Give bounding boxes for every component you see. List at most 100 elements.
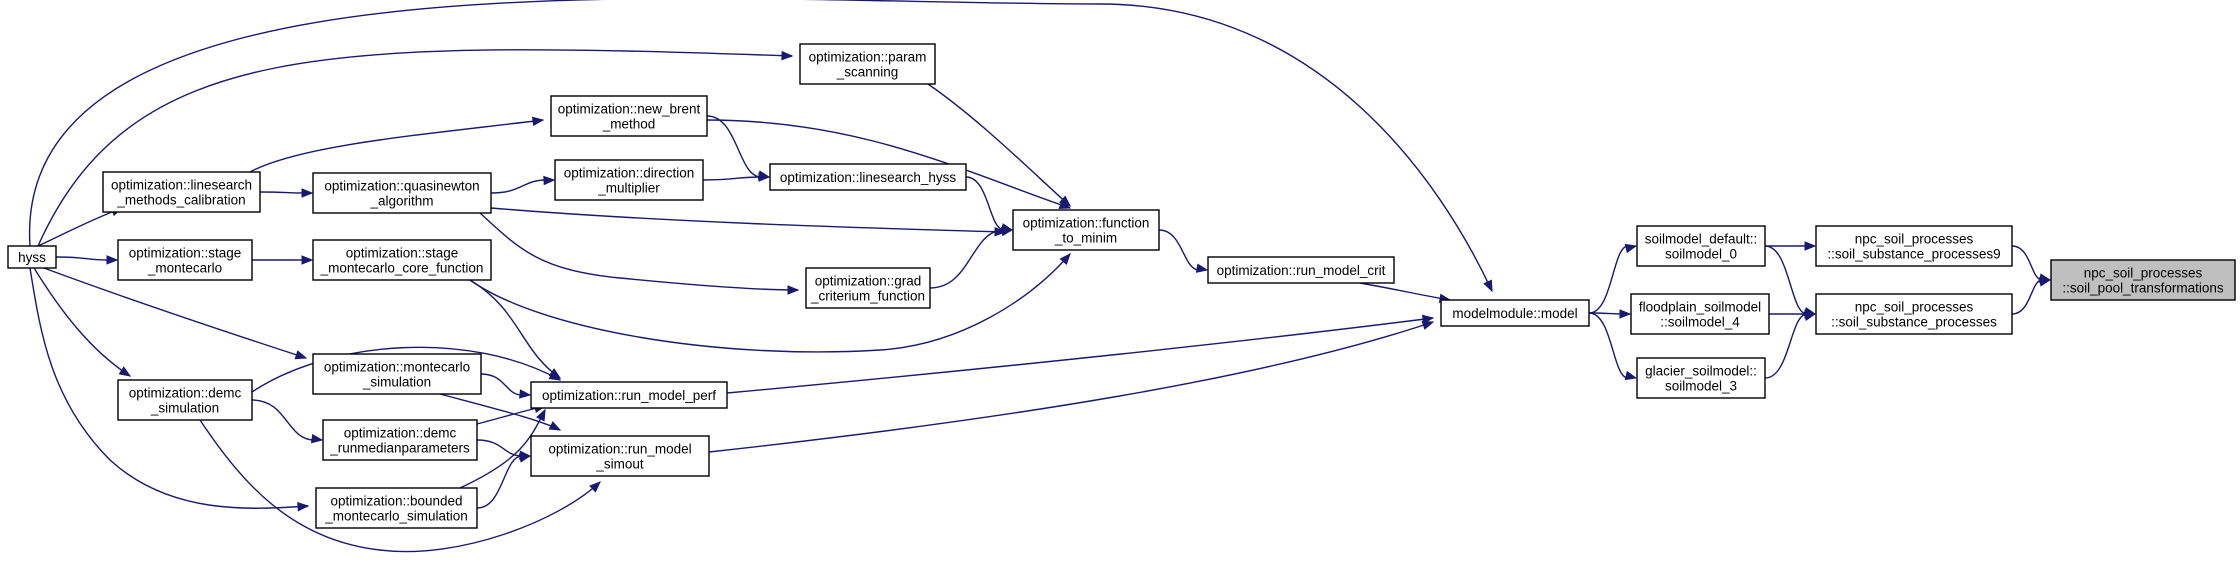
node-soil_sub_proc9[interactable]: npc_soil_processes::soil_substance_proce… bbox=[1815, 225, 2013, 267]
node-label: _simulation bbox=[362, 375, 431, 390]
node-label: optimization::demc bbox=[129, 386, 242, 401]
node-label: _method bbox=[602, 117, 656, 132]
node-box bbox=[102, 171, 261, 213]
node-label: ::soil_pool_transformations bbox=[2062, 281, 2224, 296]
node-run_model_crit[interactable]: optimization::run_model_crit bbox=[1207, 256, 1395, 284]
node-direction_mult[interactable]: optimization::direction_multiplier bbox=[554, 159, 704, 201]
edge-hyss-to-bounded_mc bbox=[29, 267, 309, 509]
arrowhead-icon bbox=[781, 50, 794, 61]
edge-demc_sim-to-run_model_perf bbox=[251, 346, 561, 393]
node-soil_pool_trans[interactable]: npc_soil_processes::soil_pool_transforma… bbox=[2050, 259, 2236, 301]
edge-stage_mc_core-to-function_to_minim bbox=[469, 253, 1071, 353]
node-box bbox=[1636, 357, 1766, 399]
edge-bounded_mc-to-run_model_perf bbox=[459, 409, 546, 489]
node-label: optimization::montecarlo bbox=[324, 360, 470, 375]
node-label: npc_soil_processes bbox=[2084, 266, 2203, 281]
node-label: _montecarlo_simulation bbox=[324, 509, 468, 524]
node-stage_mc_core[interactable]: optimization::stage_montecarlo_core_func… bbox=[312, 239, 492, 281]
node-label: _simulation bbox=[150, 401, 219, 416]
node-quasinewton[interactable]: optimization::quasinewton_algorithm bbox=[312, 172, 492, 214]
arrowhead-icon bbox=[548, 370, 562, 381]
node-box bbox=[2050, 259, 2236, 301]
arrowhead-icon bbox=[1803, 311, 1817, 321]
node-label: _algorithm bbox=[369, 194, 433, 209]
edge-soil_sub_proc-to-soil_pool_trans bbox=[2011, 279, 2043, 315]
node-box bbox=[312, 239, 492, 281]
node-label: _scanning bbox=[836, 65, 899, 80]
arrowhead-icon bbox=[301, 255, 314, 265]
node-soilmodel_3[interactable]: glacier_soilmodel::soilmodel_3 bbox=[1636, 357, 1766, 399]
node-label: optimization::run_model bbox=[548, 442, 691, 457]
node-label: soilmodel_0 bbox=[1665, 247, 1737, 262]
node-label: optimization::bounded bbox=[330, 494, 462, 509]
node-linesearch_cal[interactable]: optimization::linesearch_methods_calibra… bbox=[102, 171, 261, 213]
node-label: optimization::new_brent bbox=[558, 102, 701, 117]
node-box bbox=[1630, 293, 1770, 335]
node-label: _runmedianparameters bbox=[329, 441, 470, 456]
node-grad_crit[interactable]: optimization::grad_criterium_function bbox=[805, 267, 931, 309]
node-param_scanning[interactable]: optimization::param_scanning bbox=[799, 43, 936, 85]
node-function_to_minim[interactable]: optimization::function_to_minim bbox=[1012, 209, 1160, 251]
node-run_model_perf[interactable]: optimization::run_model_perf bbox=[530, 381, 728, 409]
node-box bbox=[554, 159, 704, 201]
edge-hyss-to-demc_sim bbox=[33, 267, 131, 377]
node-run_model_simout[interactable]: optimization::run_model_simout bbox=[530, 435, 710, 477]
node-hyss[interactable]: hyss bbox=[7, 245, 57, 269]
node-label: npc_soil_processes bbox=[1855, 232, 1974, 247]
node-label: hyss bbox=[18, 250, 46, 265]
edge-hyss-to-stage_mc bbox=[55, 256, 110, 261]
arrowhead-icon bbox=[106, 255, 119, 265]
node-demc_runmedian[interactable]: optimization::demc_runmedianparameters bbox=[322, 419, 478, 461]
node-label: optimization::run_model_perf bbox=[542, 388, 716, 403]
node-linesearch_hyss[interactable]: optimization::linesearch_hyss bbox=[769, 163, 967, 191]
node-new_brent[interactable]: optimization::new_brent_method bbox=[550, 95, 708, 137]
node-soilmodel_0[interactable]: soilmodel_default::soilmodel_0 bbox=[1636, 225, 1766, 267]
arrowhead-icon bbox=[1421, 320, 1435, 330]
arrowhead-icon bbox=[548, 421, 562, 431]
arrowhead-icon bbox=[1000, 226, 1014, 237]
arrowhead-icon bbox=[2038, 277, 2052, 287]
arrowhead-icon bbox=[294, 350, 308, 360]
arrowhead-icon bbox=[589, 481, 601, 493]
node-demc_sim[interactable]: optimization::demc_simulation bbox=[117, 379, 253, 421]
node-stage_mc[interactable]: optimization::stage_montecarlo bbox=[117, 239, 253, 281]
node-label: _criterium_function bbox=[810, 289, 925, 304]
edge-run_model_perf-to-modelmodule_model bbox=[726, 317, 1434, 394]
node-box bbox=[805, 267, 931, 309]
node-soilmodel_4[interactable]: floodplain_soilmodel::soilmodel_4 bbox=[1630, 293, 1770, 335]
node-modelmodule_model[interactable]: modelmodule::model bbox=[1440, 299, 1590, 327]
edge-soilmodel_0-to-soil_sub_proc bbox=[1764, 245, 1808, 315]
arrowhead-icon bbox=[1059, 195, 1072, 207]
node-mc_sim[interactable]: optimization::montecarlo_simulation bbox=[312, 353, 482, 395]
edge-quasinewton-to-function_to_minim bbox=[490, 207, 1006, 233]
arrowhead-icon bbox=[297, 501, 310, 512]
edge-linesearch_hyss-to-function_to_minim bbox=[965, 176, 1005, 231]
edge-modelmodule_model-to-soilmodel_4 bbox=[1588, 312, 1623, 315]
node-label: _to_minim bbox=[1054, 231, 1117, 246]
edge-new_brent-to-function_to_minim bbox=[706, 119, 1071, 209]
arrowhead-icon bbox=[118, 366, 132, 377]
edge-modelmodule_model-to-soilmodel_3 bbox=[1588, 312, 1629, 379]
edge-modelmodule_model-to-soilmodel_0 bbox=[1588, 245, 1629, 314]
node-label: soilmodel_default:: bbox=[1645, 232, 1758, 247]
node-label: optimization::quasinewton bbox=[324, 179, 479, 194]
arrowhead-icon bbox=[1195, 263, 1209, 273]
arrowhead-icon bbox=[518, 453, 532, 463]
node-box bbox=[1636, 225, 1766, 267]
edge-hyss-to-linesearch_cal bbox=[37, 207, 123, 247]
node-soil_sub_proc[interactable]: npc_soil_processes::soil_substance_proce… bbox=[1815, 293, 2013, 335]
edge-bounded_mc-to-run_model_simout bbox=[476, 455, 523, 509]
node-box bbox=[550, 95, 708, 137]
nodes-layer: hyss optimization::linesearch_methods_cal… bbox=[7, 43, 2236, 529]
arrowhead-icon bbox=[301, 188, 314, 198]
edge-soilmodel_3-to-soil_sub_proc bbox=[1764, 313, 1808, 379]
node-box bbox=[1815, 293, 2013, 335]
arrowhead-icon bbox=[543, 175, 556, 186]
edge-run_model_crit-to-modelmodule_model bbox=[1359, 282, 1451, 301]
edge-mc_sim-to-run_model_perf bbox=[480, 373, 523, 396]
node-label: optimization::linesearch_hyss bbox=[780, 170, 957, 185]
node-label: optimization::grad bbox=[815, 274, 922, 289]
node-bounded_mc[interactable]: optimization::bounded_montecarlo_simulat… bbox=[315, 487, 478, 529]
arrowhead-icon bbox=[1619, 309, 1632, 319]
node-label: optimization::demc bbox=[344, 426, 457, 441]
